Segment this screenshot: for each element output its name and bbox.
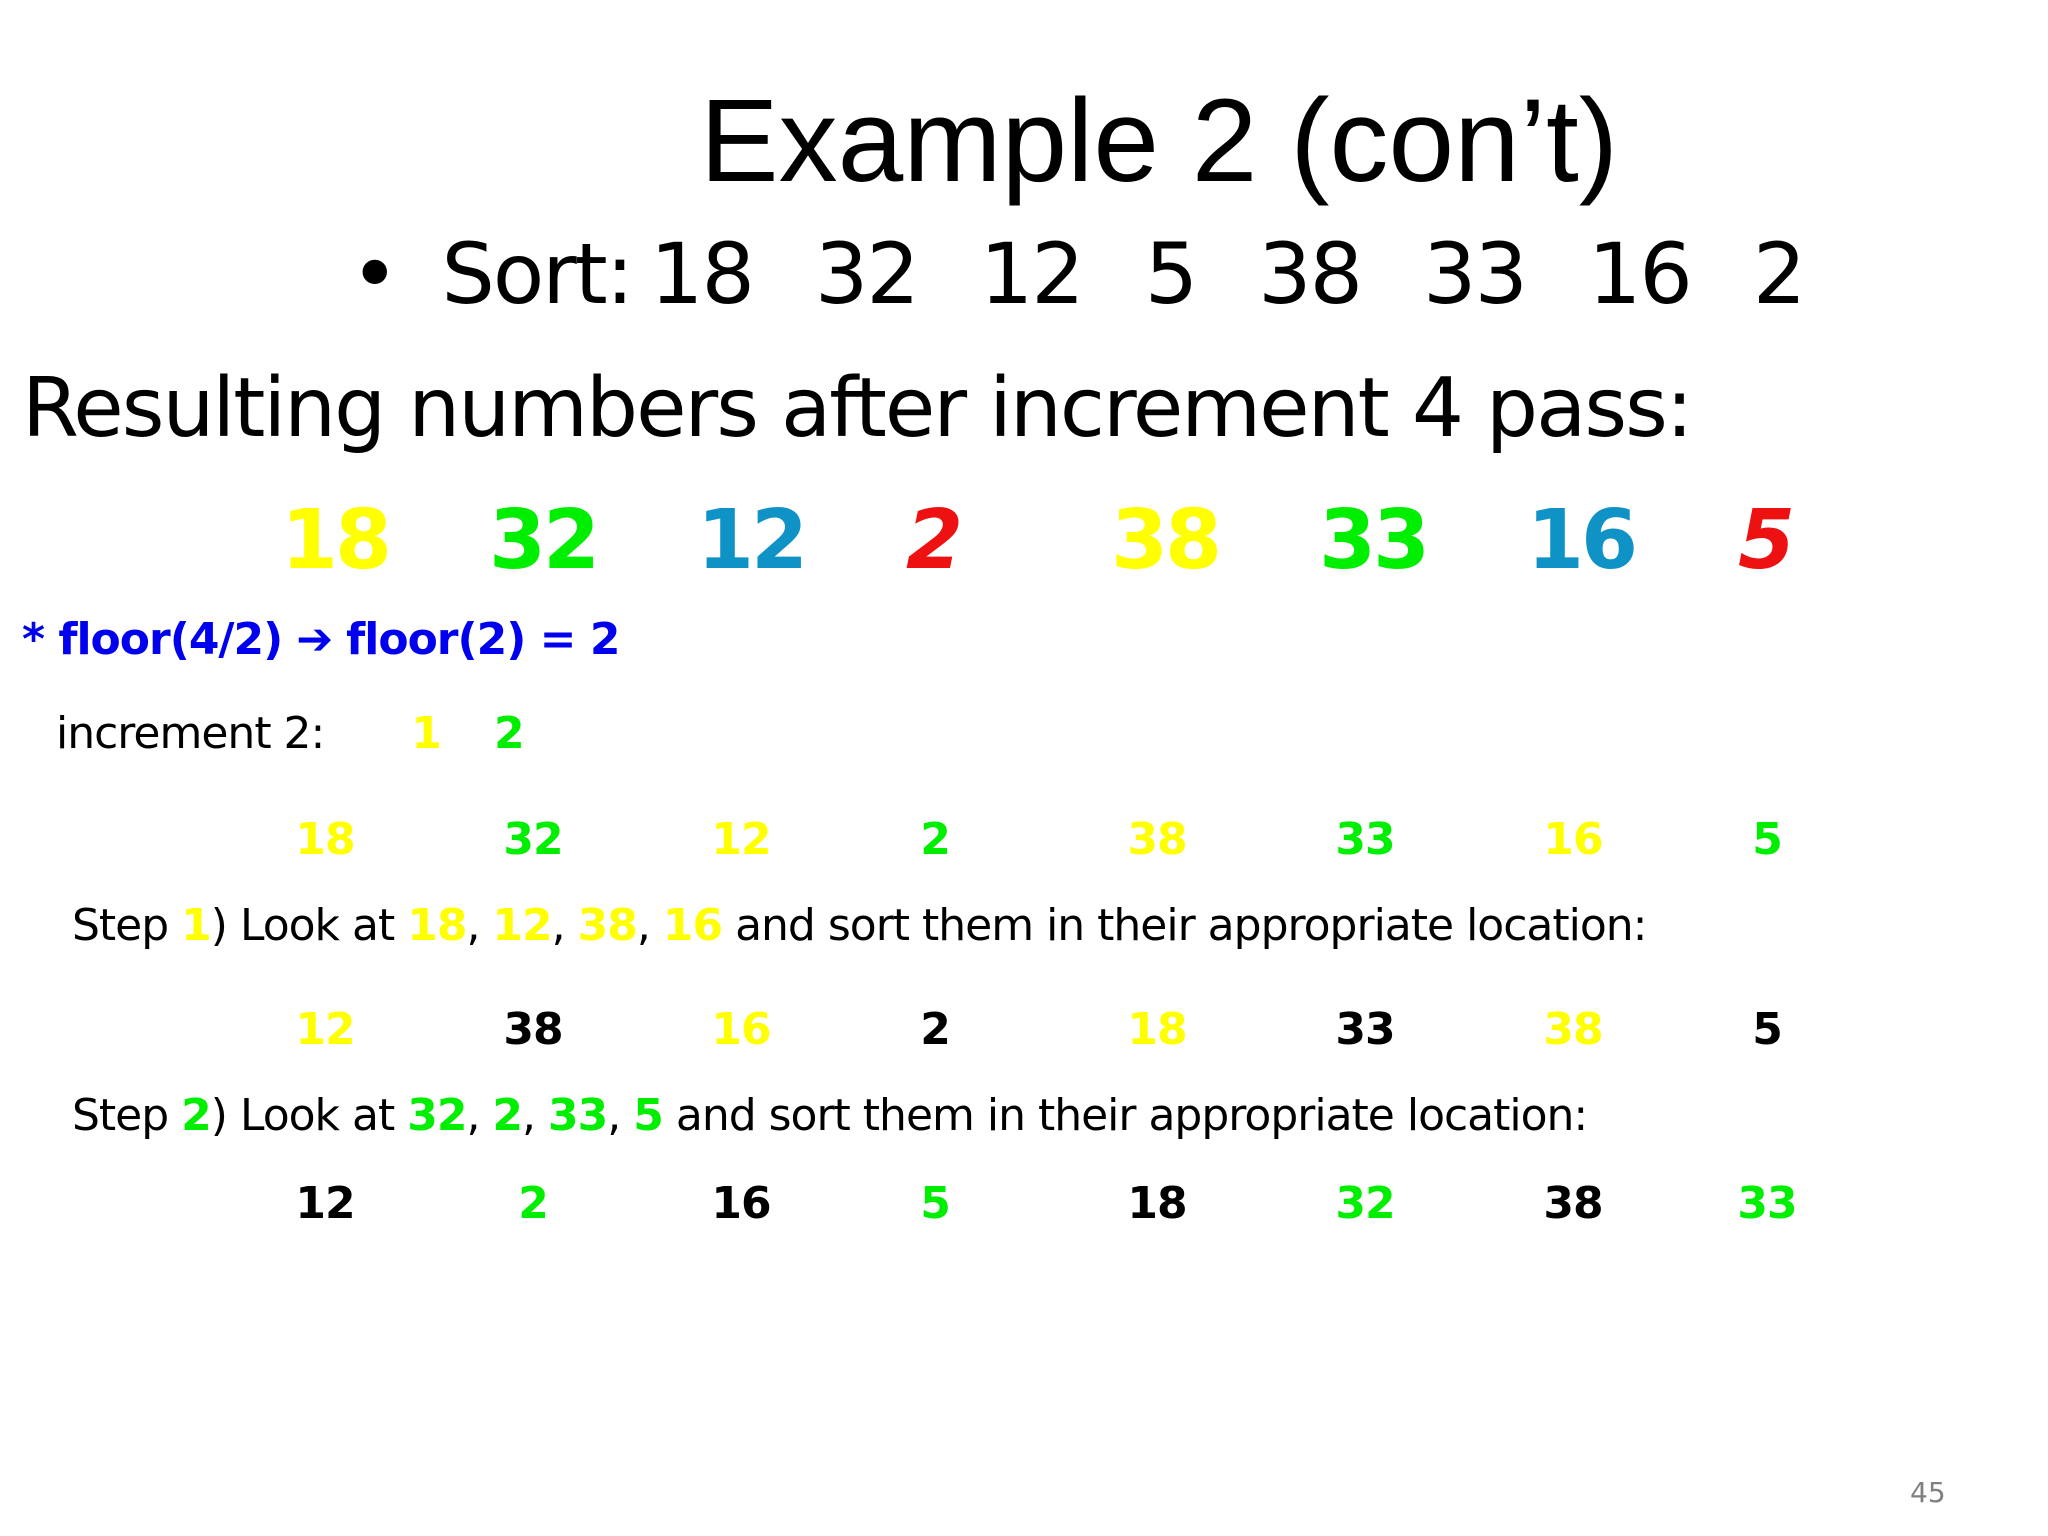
result-number: 18	[280, 493, 392, 588]
result-number: 2	[905, 493, 963, 588]
result-heading: Resulting numbers after increment 4 pass…	[22, 361, 1693, 456]
step2-text: Step 2) Look at 32, 2, 33, 5 and sort th…	[72, 1090, 1588, 1141]
row-number: 12	[295, 1004, 355, 1055]
row-number: 38	[1543, 1178, 1603, 1229]
row-number: 18	[295, 814, 355, 865]
sort-label: Sort:	[441, 225, 634, 323]
step-number: 2	[181, 1090, 212, 1141]
step-separator: ,	[522, 1090, 549, 1141]
step-value: 2	[492, 1090, 523, 1141]
step-suffix: and sort them in their appropriate locat…	[722, 900, 1647, 951]
floor-note-left: * floor(4/2)	[22, 614, 283, 665]
step-mid: ) Look at	[210, 900, 408, 951]
result-number: 33	[1318, 493, 1430, 588]
right-arrow-icon: ➔	[296, 614, 333, 665]
row-number: 5	[1752, 814, 1783, 865]
row-number: 32	[503, 814, 563, 865]
step-value: 12	[492, 900, 552, 951]
row-number: 16	[711, 1178, 771, 1229]
bullet-dot: •	[350, 225, 400, 323]
result-number: 32	[488, 493, 600, 588]
row-number: 18	[1127, 1178, 1187, 1229]
increment-line: increment 2: 1 2	[56, 708, 525, 759]
step1-text: Step 1) Look at 18, 12, 38, 16 and sort …	[72, 900, 1647, 951]
sort-number: 16	[1587, 225, 1693, 323]
result-number: 12	[696, 493, 808, 588]
step-value: 5	[633, 1090, 664, 1141]
sort-number: 18	[650, 225, 755, 323]
row-number: 33	[1737, 1178, 1797, 1229]
sort-number: 12	[979, 225, 1085, 323]
sort-number: 32	[814, 225, 920, 323]
sort-numbers: 18 32 12 5 38 33 16 2	[632, 225, 1806, 323]
row-number: 18	[1127, 1004, 1187, 1055]
row-number: 16	[1543, 814, 1603, 865]
row-number: 33	[1335, 1004, 1395, 1055]
row-number: 38	[1543, 1004, 1603, 1055]
step-separator: ,	[636, 900, 663, 951]
row-number: 2	[920, 1004, 951, 1055]
row-number: 32	[1335, 1178, 1395, 1229]
result-number: 5	[1737, 493, 1795, 588]
row-number: 5	[920, 1178, 951, 1229]
row-number: 5	[1752, 1004, 1783, 1055]
floor-note: * floor(4/2) ➔ floor(2) = 2	[22, 614, 620, 665]
step-value: 18	[407, 900, 467, 951]
row-number: 16	[711, 1004, 771, 1055]
slide-title: Example 2 (con’t)	[699, 75, 1619, 207]
row-number: 38	[1127, 814, 1187, 865]
row-number: 38	[503, 1004, 563, 1055]
step-mid: ) Look at	[210, 1090, 408, 1141]
sort-number: 2	[1752, 225, 1806, 323]
row-number: 12	[711, 814, 771, 865]
row-number: 2	[518, 1178, 549, 1229]
step-value: 16	[662, 900, 723, 951]
floor-note-right: floor(2) = 2	[346, 614, 620, 665]
result-number: 16	[1526, 493, 1638, 588]
increment-label: increment 2:	[56, 708, 325, 759]
sort-number: 5	[1144, 225, 1198, 323]
step-separator: ,	[607, 1090, 634, 1141]
sort-number: 33	[1423, 225, 1528, 323]
step-separator: ,	[551, 900, 578, 951]
step-suffix: and sort them in their appropriate locat…	[662, 1090, 1588, 1141]
step-value: 32	[407, 1090, 467, 1141]
step-value: 33	[548, 1090, 608, 1141]
step-prefix: Step	[72, 1090, 182, 1141]
page-number: 45	[1910, 1476, 1946, 1509]
step-separator: ,	[466, 900, 493, 951]
step-prefix: Step	[72, 900, 182, 951]
row-number: 2	[920, 814, 951, 865]
row-number: 33	[1335, 814, 1395, 865]
increment-value-1: 1	[411, 708, 442, 759]
step-number: 1	[181, 900, 212, 951]
sort-number: 38	[1258, 225, 1363, 323]
result-number: 38	[1110, 493, 1222, 588]
step-value: 38	[577, 900, 638, 951]
step-separator: ,	[466, 1090, 493, 1141]
row-number: 12	[295, 1178, 355, 1229]
increment-value-2: 2	[494, 708, 525, 759]
